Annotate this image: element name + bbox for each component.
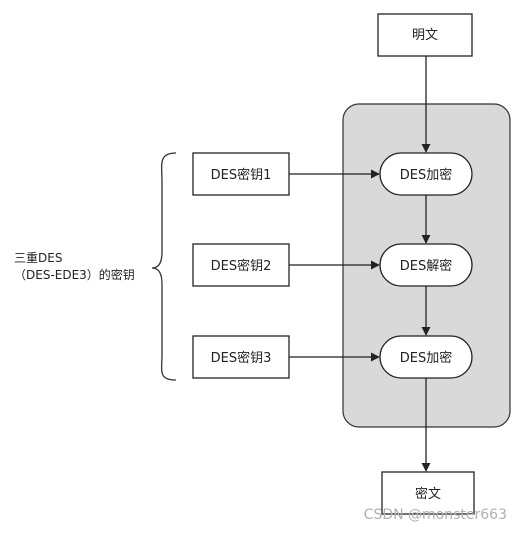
des-encrypt-1-label: DES加密: [400, 167, 452, 183]
des-key2-box: DES密钥2: [192, 243, 290, 287]
ciphertext-label: 密文: [415, 486, 441, 502]
des-key3-box: DES密钥3: [192, 335, 290, 379]
des-encrypt-1-node: DES加密: [379, 152, 473, 196]
des-encrypt-2-node: DES加密: [379, 335, 473, 379]
des-decrypt-label: DES解密: [400, 258, 452, 274]
triple-des-label-line2: （DES-EDE3）的密钥: [14, 267, 135, 282]
des-key2-label: DES密钥2: [211, 258, 272, 274]
ciphertext-box: 密文: [381, 471, 475, 515]
key-group-brace: [151, 152, 177, 381]
des-key1-label: DES密钥1: [211, 167, 272, 183]
des-encrypt-2-label: DES加密: [400, 350, 452, 366]
des-key3-label: DES密钥3: [211, 350, 272, 366]
des-decrypt-node: DES解密: [379, 243, 473, 287]
triple-des-label-line1: 三重DES: [14, 251, 62, 265]
plaintext-box: 明文: [377, 13, 473, 57]
plaintext-label: 明文: [412, 28, 438, 43]
des-key1-box: DES密钥1: [192, 152, 290, 196]
watermark: CSDN @monster663: [363, 507, 507, 523]
